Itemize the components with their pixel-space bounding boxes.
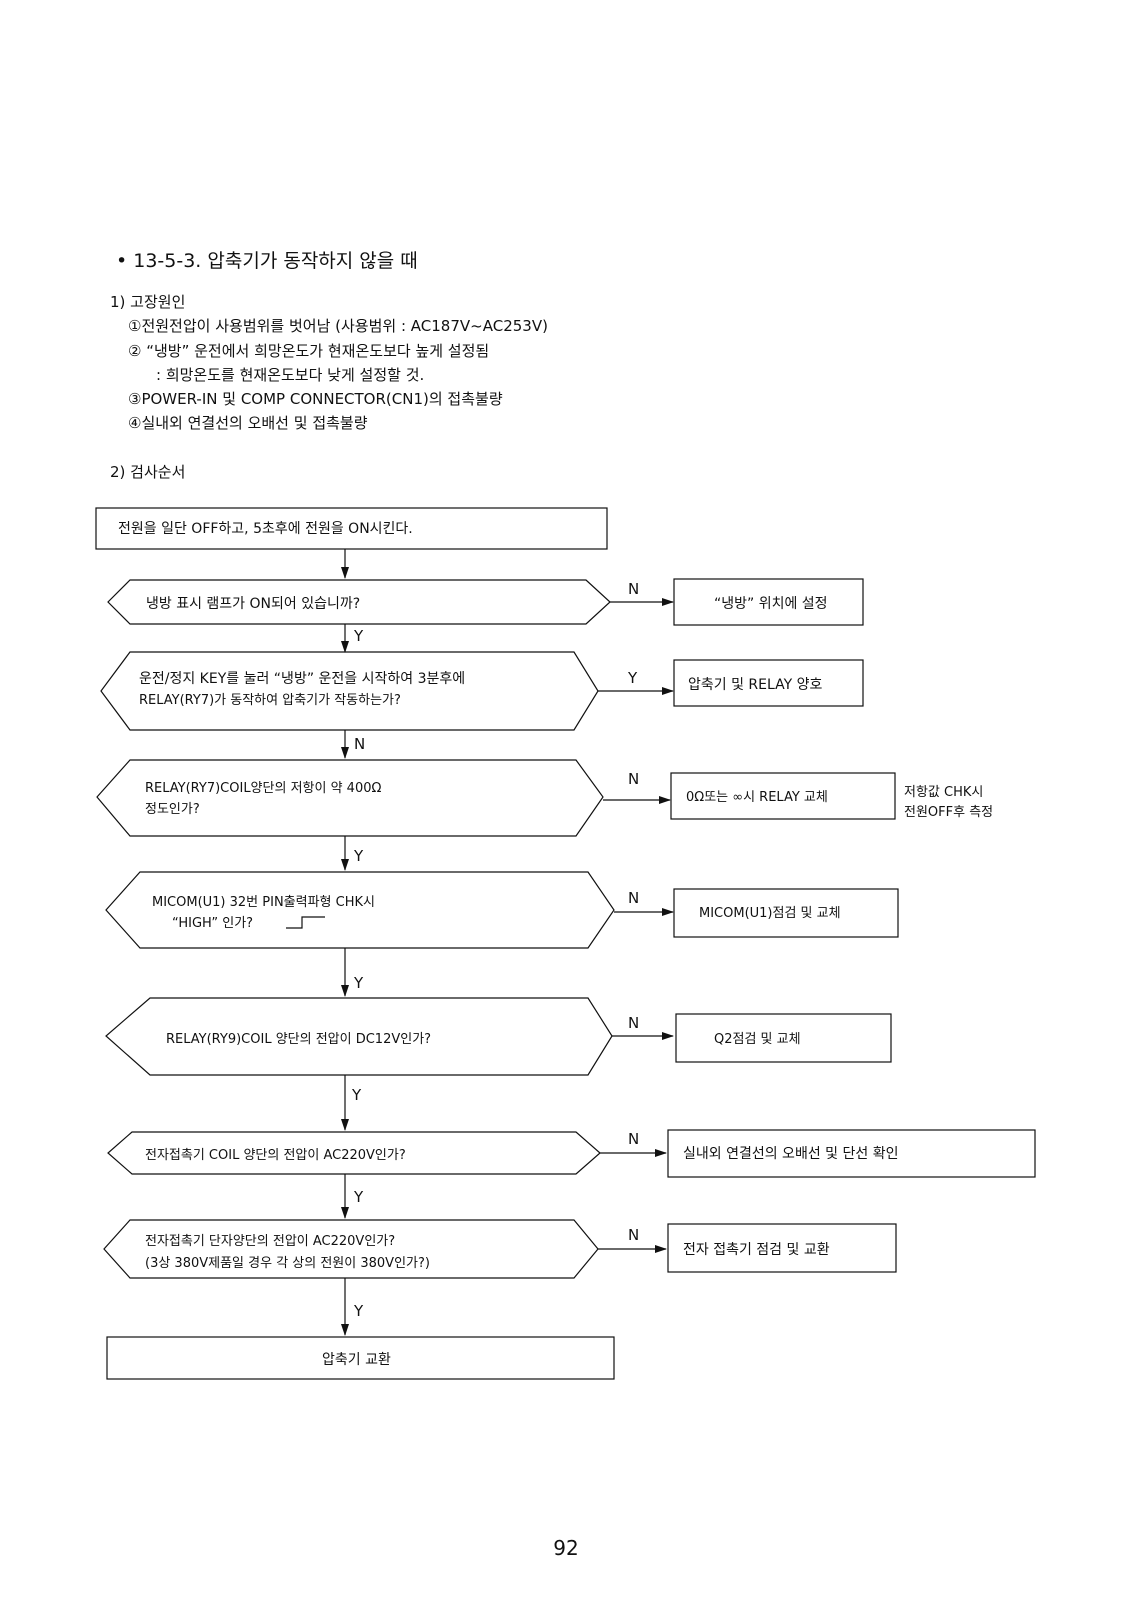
decision-1-shape xyxy=(107,579,611,625)
cause-item-2-note: : 희망온도를 현재온도보다 낮게 설정할 것. xyxy=(156,366,425,384)
decision-5-text: RELAY(RY9)COIL 양단의 전압이 DC12V인가? xyxy=(166,1032,431,1047)
decision-7-line2: (3상 380V제품일 경우 각 상의 전원이 380V인가?) xyxy=(145,1256,430,1271)
d3-no-label: N xyxy=(628,770,639,788)
decision-2-line2: RELAY(RY7)가 동작하여 압축기가 작동하는가? xyxy=(139,693,401,708)
d6-no-label: N xyxy=(628,1130,639,1148)
d3-no-text: 0Ω또는 ∞시 RELAY 교체 xyxy=(686,790,828,805)
decision-2-line1: 운전/정지 KEY를 눌러 “냉방” 운전을 시작하여 3분후에 xyxy=(139,671,465,687)
cause-item-4: ④실내외 연결선의 오배선 및 접촉불량 xyxy=(128,414,368,432)
d3-no-box xyxy=(670,772,896,820)
decision-1-text: 냉방 표시 램프가 ON되어 있습니까? xyxy=(146,596,360,612)
decision-4-line2: “HIGH” 인가? xyxy=(172,916,253,931)
d1-no-label: N xyxy=(628,580,639,598)
decision-7-shape xyxy=(103,1219,599,1279)
d2-yes-label: Y xyxy=(627,669,638,687)
decision-3-line2: 정도인가? xyxy=(145,802,200,817)
d6-yes-label: Y xyxy=(353,1188,364,1206)
page-number: 92 xyxy=(553,1536,579,1560)
decision-4-shape xyxy=(105,871,615,949)
d7-no-box xyxy=(667,1223,897,1273)
decision-7-line1: 전자접촉기 단자양단의 전압이 AC220V인가? xyxy=(145,1234,395,1249)
d3-yes-label: Y xyxy=(353,847,364,865)
decision-6-text: 전자접촉기 COIL 양단의 전압이 AC220V인가? xyxy=(145,1148,406,1163)
d2-yes-text: 압축기 및 RELAY 양호 xyxy=(688,677,822,693)
decision-3-line1: RELAY(RY7)COIL양단의 저항이 약 400Ω xyxy=(145,781,381,796)
waveform-high-icon xyxy=(286,916,325,929)
d3-note-line2: 전원OFF후 측정 xyxy=(904,805,993,820)
procedure-heading: 2) 검사순서 xyxy=(110,463,186,481)
start-text: 전원을 일단 OFF하고, 5초후에 전원을 ON시킨다. xyxy=(118,521,413,537)
d2-no-label: N xyxy=(354,735,365,753)
decision-2-shape xyxy=(100,651,599,731)
d4-no-label: N xyxy=(628,889,639,907)
section-title: • 13-5-3. 압축기가 동작하지 않을 때 xyxy=(116,250,418,272)
d5-yes-label: Y xyxy=(351,1086,362,1104)
start-box xyxy=(95,507,608,550)
end-box xyxy=(106,1336,615,1380)
d7-no-text: 전자 접촉기 점검 및 교환 xyxy=(683,1242,830,1258)
end-text: 압축기 교환 xyxy=(322,1352,391,1368)
d3-note-line1: 저항값 CHK시 xyxy=(904,785,983,800)
d1-no-box xyxy=(673,578,864,626)
cause-item-3: ③POWER-IN 및 COMP CONNECTOR(CN1)의 접촉불량 xyxy=(128,390,503,408)
d4-yes-label: Y xyxy=(353,974,364,992)
decision-4-line1: MICOM(U1) 32번 PIN출력파형 CHK시 xyxy=(152,895,375,910)
decision-3-shape xyxy=(96,759,604,837)
d1-yes-label: Y xyxy=(353,627,364,645)
d6-no-text: 실내외 연결선의 오배선 및 단선 확인 xyxy=(683,1146,898,1162)
d5-no-label: N xyxy=(628,1014,639,1032)
d5-no-box xyxy=(675,1013,892,1063)
d1-no-text: “냉방” 위치에 설정 xyxy=(714,596,828,612)
d4-no-box xyxy=(673,888,899,938)
decision-5-shape xyxy=(105,997,613,1076)
d2-yes-box xyxy=(673,659,864,707)
cause-item-2: ② “냉방” 운전에서 희망온도가 현재온도보다 높게 설정됨 xyxy=(128,342,490,360)
d7-yes-label: Y xyxy=(353,1302,364,1320)
d4-no-text: MICOM(U1)점검 및 교체 xyxy=(699,906,841,921)
d6-no-box xyxy=(667,1129,1036,1178)
d5-no-text: Q2점검 및 교체 xyxy=(714,1032,801,1047)
cause-item-1: ①전원전압이 사용범위를 벗어남 (사용범위 : AC187V~AC253V) xyxy=(128,317,548,335)
decision-6-shape xyxy=(107,1131,601,1175)
causes-heading: 1) 고장원인 xyxy=(110,293,186,311)
d7-no-label: N xyxy=(628,1226,639,1244)
